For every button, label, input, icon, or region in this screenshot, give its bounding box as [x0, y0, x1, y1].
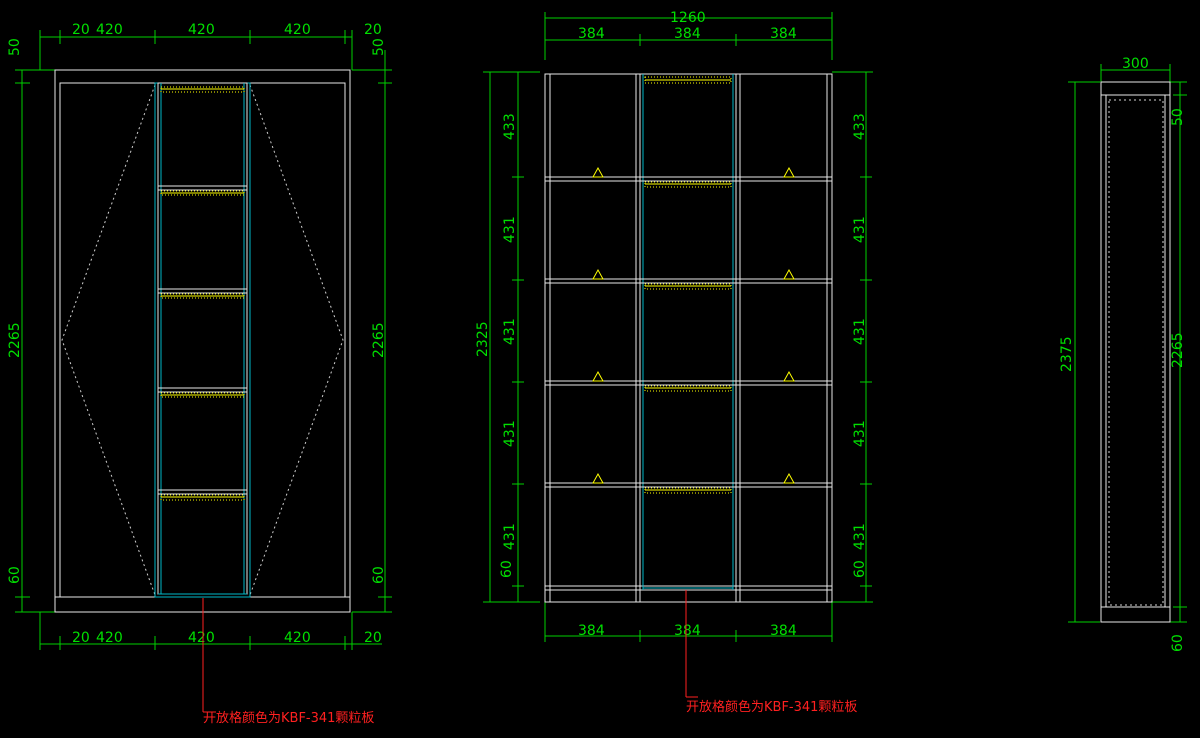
middle-elevation: 1260 384 384 384 384 384 384 2325 433 43…	[475, 10, 873, 715]
right-vdim-bottom: 60	[371, 566, 387, 584]
top-dim-4: 420	[284, 22, 311, 38]
right-row-6: 60	[852, 560, 868, 578]
left-row-5: 431	[502, 523, 518, 550]
left-row-2: 431	[502, 216, 518, 243]
left-vdim-mid: 2265	[7, 322, 23, 358]
bottom-dim-4: 420	[284, 630, 311, 646]
right-row-3: 431	[852, 318, 868, 345]
right-row-2: 431	[852, 216, 868, 243]
left-hatch-strips	[160, 86, 245, 501]
side-overall-height: 2375	[1059, 336, 1075, 372]
side-view: 300 2375 50 2265 60	[1059, 56, 1187, 652]
col-top-3: 384	[770, 26, 797, 42]
bottom-dim-5: 20	[364, 630, 382, 646]
right-row-4: 431	[852, 420, 868, 447]
top-dim-3: 420	[188, 22, 215, 38]
top-dim-5: 20	[364, 22, 382, 38]
overall-height: 2325	[475, 321, 491, 357]
left-material-note: 开放格颜色为KBF-341颗粒板	[203, 710, 374, 726]
left-row-1: 433	[502, 113, 518, 140]
bottom-dim-1: 20	[72, 630, 90, 646]
left-vdim-top: 50	[7, 38, 23, 56]
bottom-dim-3: 420	[188, 630, 215, 646]
side-depth: 300	[1122, 56, 1149, 72]
left-row-4: 431	[502, 420, 518, 447]
top-dim-2: 420	[96, 22, 123, 38]
col-bottom-2: 384	[674, 623, 701, 639]
overall-width: 1260	[670, 10, 706, 26]
left-row-6: 60	[499, 560, 515, 578]
side-vdim-bottom: 60	[1170, 634, 1186, 652]
right-vdim-top: 50	[371, 38, 387, 56]
right-vdim-mid: 2265	[371, 322, 387, 358]
bottom-dim-2: 420	[96, 630, 123, 646]
right-row-5: 431	[852, 523, 868, 550]
middle-shelves	[545, 176, 832, 488]
shelf-pin-markers	[592, 166, 795, 484]
middle-material-note: 开放格颜色为KBF-341颗粒板	[686, 699, 857, 715]
side-vdim-mid: 2265	[1170, 332, 1186, 368]
side-vdim-top: 50	[1170, 108, 1186, 126]
col-top-1: 384	[578, 26, 605, 42]
top-dim-1: 20	[72, 22, 90, 38]
col-bottom-3: 384	[770, 623, 797, 639]
left-elevation: 20 420 420 420 20 20 420 420 420 20 50 2…	[7, 22, 392, 726]
right-row-1: 433	[852, 113, 868, 140]
middle-hatch-strips	[644, 76, 732, 494]
col-top-2: 384	[674, 26, 701, 42]
left-row-3: 431	[502, 318, 518, 345]
left-vdim-bottom: 60	[7, 566, 23, 584]
col-bottom-1: 384	[578, 623, 605, 639]
left-shelves	[158, 185, 247, 495]
